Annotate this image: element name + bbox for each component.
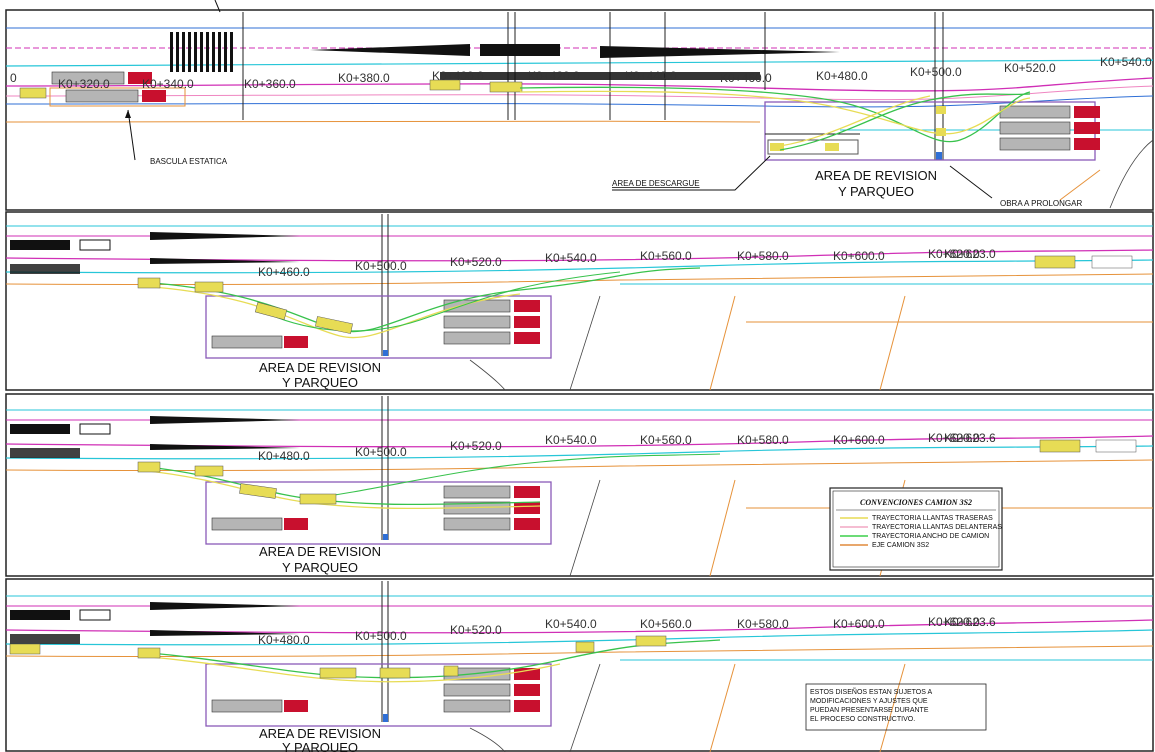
legend-item: TRAYECTORIA ANCHO DE CAMION xyxy=(872,533,989,540)
truck-1a xyxy=(51,71,125,85)
km-label: K0+540.0 xyxy=(545,251,597,265)
parking-area-4 xyxy=(205,663,552,727)
km-label: K0+400.0 xyxy=(432,69,484,83)
parked-trucks-2 xyxy=(211,299,540,349)
legend-title: CONVENCIONES CAMION 3S2 xyxy=(860,498,972,507)
legend-item: EJE CAMION 3S2 xyxy=(872,542,929,549)
parked-trucks-4 xyxy=(211,667,540,713)
label-parqueo: Y PARQUEO xyxy=(282,560,358,575)
label-parqueo: Y PARQUEO xyxy=(282,740,358,752)
km-label: K0+360.0 xyxy=(244,77,296,91)
note-line: MODIFICACIONES Y AJUSTES QUE xyxy=(810,698,928,705)
km-overlap-label: K0+623.0 xyxy=(944,247,996,261)
label-area-revision: AREA DE REVISION xyxy=(259,360,381,375)
label-descargue: AREA DE DESCARGUE xyxy=(612,179,700,188)
km-label: K0+580.0 xyxy=(737,617,789,631)
km-edge: 0 xyxy=(10,71,17,85)
km-label: K0+320.0 xyxy=(58,77,110,91)
km-label: K0+560.0 xyxy=(640,617,692,631)
km-label: K0+440.0 xyxy=(625,69,677,83)
km-label: K0+420.0 xyxy=(528,69,580,83)
km-label: K0+480.0 xyxy=(816,69,868,83)
km-label: K0+460.0 xyxy=(258,265,310,279)
km-label: K0+540.0 xyxy=(545,433,597,447)
label-area-revision: AREA DE REVISION xyxy=(815,168,937,183)
km-label: K0+480.0 xyxy=(258,633,310,647)
km-label: K0+520.0 xyxy=(450,255,502,269)
legend-box: CONVENCIONES CAMION 3S2 TRAYECTORIA LLAN… xyxy=(829,487,1003,571)
km-label: K0+620.0 xyxy=(928,247,980,261)
panel-3: K0+480.0 K0+500.0 K0+520.0 K0+540.0 K0+5… xyxy=(5,396,1154,577)
label-obra: OBRA A PROLONGAR xyxy=(1000,199,1082,208)
km-label: K0+460.0 xyxy=(720,71,772,85)
panel-frame-4 xyxy=(5,578,1154,752)
parking-area-3 xyxy=(205,481,552,545)
km-label: K0+480.0 xyxy=(258,449,310,463)
km-label: K0+620.0 xyxy=(928,431,980,445)
label-area-revision: AREA DE REVISION xyxy=(259,726,381,741)
crosswalk xyxy=(170,32,233,72)
km-label: K0+560.0 xyxy=(640,433,692,447)
km-label: K0+620.0 xyxy=(928,615,980,629)
legend-item: TRAYECTORIA LLANTAS TRASERAS xyxy=(872,515,993,522)
note-line: EL PROCESO CONSTRUCTIVO. xyxy=(810,716,915,723)
km-label: K0+520.0 xyxy=(450,439,502,453)
km-label: K0+540.0 xyxy=(545,617,597,631)
panel-frame-3 xyxy=(5,393,1154,577)
km-label: K0+600.0 xyxy=(833,433,885,447)
panel-2: K0+460.0 K0+500.0 K0+520.0 K0+540.0 K0+5… xyxy=(5,214,1154,391)
panel-1: 0 K0+320.0 K0+340.0 K0+360.0 K0+380.0 K0… xyxy=(5,0,1154,209)
parking-area-2 xyxy=(205,295,552,359)
km-label: K0+600.0 xyxy=(833,617,885,631)
label-parqueo: Y PARQUEO xyxy=(838,184,914,199)
km-overlap-label: K0+623.6 xyxy=(944,431,996,445)
km-label: K0+500.0 xyxy=(355,445,407,459)
panel-frame-1 xyxy=(5,9,1154,211)
km-label: K0+380.0 xyxy=(338,71,390,85)
label-parqueo: Y PARQUEO xyxy=(282,375,358,390)
note-line: ESTOS DISEÑOS ESTAN SUJETOS A xyxy=(810,687,932,696)
note-box: ESTOS DISEÑOS ESTAN SUJETOS A MODIFICACI… xyxy=(805,683,987,731)
km-label: K0+580.0 xyxy=(737,433,789,447)
km-label: K0+500.0 xyxy=(355,259,407,273)
panel-4: K0+480.0 K0+500.0 K0+520.0 K0+540.0 K0+5… xyxy=(5,581,1154,752)
km-label: K0+340.0 xyxy=(142,77,194,91)
km-label: K0+580.0 xyxy=(737,249,789,263)
km-label: K0+600.0 xyxy=(833,249,885,263)
km-label: K0+540.0 xyxy=(1100,55,1152,69)
label-area-revision: AREA DE REVISION xyxy=(259,544,381,559)
truck-1b xyxy=(65,89,139,103)
km-label: K0+500.0 xyxy=(355,629,407,643)
km-label: K0+560.0 xyxy=(640,249,692,263)
km-label: K0+520.0 xyxy=(1004,61,1056,75)
km-label: K0+500.0 xyxy=(910,65,962,79)
km-overlap-label: K0+623.6 xyxy=(944,615,996,629)
note-line: PUEDAN PRESENTARSE DURANTE xyxy=(810,707,929,714)
parked-trucks-1 xyxy=(999,105,1100,151)
label-bascula: BASCULA ESTATICA xyxy=(150,157,228,166)
legend-item: TRAYECTORIA LLANTAS DELANTERAS xyxy=(872,524,1002,531)
km-label: K0+520.0 xyxy=(450,623,502,637)
panel-frame-2 xyxy=(5,211,1154,391)
